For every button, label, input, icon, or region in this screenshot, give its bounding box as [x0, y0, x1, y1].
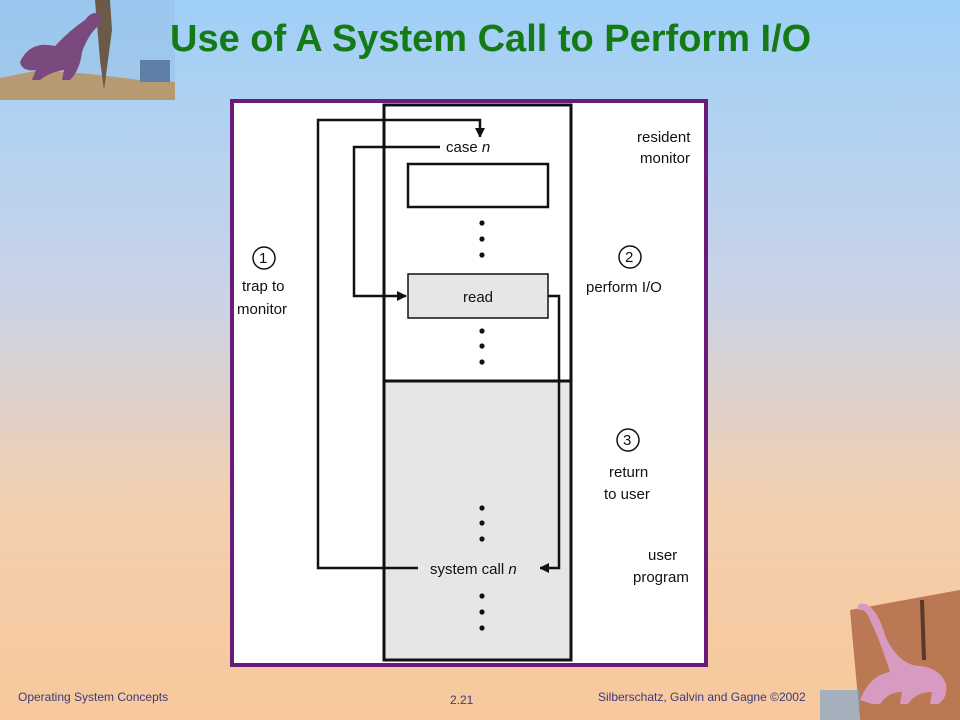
return-arrow [539, 294, 561, 573]
step-1-label-line1: trap to [242, 278, 285, 295]
ellipsis-dots-middle [479, 328, 485, 365]
step-3-circle [616, 428, 640, 452]
slide-title: Use of A System Call to Perform I/O [170, 18, 812, 60]
step-1-number: 1 [259, 250, 267, 267]
user-program-region [382, 379, 573, 662]
resident-monitor-label-line1: resident [637, 129, 691, 146]
footer-right: Silberschatz, Galvin and Gagne ©2002 [598, 690, 806, 704]
read-box [407, 273, 549, 319]
step-2-circle [618, 245, 642, 269]
resident-monitor-label-line2: monitor [640, 150, 690, 167]
system-call-n-label: system call n [430, 561, 517, 578]
user-program-label-line2: program [633, 569, 689, 586]
case-n-label: case n [446, 139, 490, 156]
step-3-number: 3 [623, 432, 631, 449]
footer-page-number: 2.21 [450, 693, 474, 707]
ellipsis-dots-bottom [479, 593, 485, 631]
step-2-number: 2 [625, 249, 633, 266]
ellipsis-dots-lower [479, 505, 485, 542]
step-2-label: perform I/O [586, 279, 662, 296]
step-3-label-line2: to user [604, 486, 650, 503]
step-1-circle [252, 246, 276, 270]
step-3-label-line1: return [609, 464, 648, 481]
system-call-diagram: case n read system call n resident monit… [237, 103, 691, 662]
dispatch-arrow [352, 145, 442, 301]
user-program-label-line1: user [648, 547, 677, 564]
trap-arrow [316, 118, 485, 570]
dinosaur-icon [0, 0, 175, 100]
ellipsis-dots-upper [479, 220, 485, 258]
step-1-label-line2: monitor [237, 301, 287, 318]
read-label: read [463, 289, 493, 306]
dinosaur-icon [820, 590, 960, 720]
footer-left: Operating System Concepts [18, 690, 169, 704]
case-table-box [406, 162, 550, 209]
